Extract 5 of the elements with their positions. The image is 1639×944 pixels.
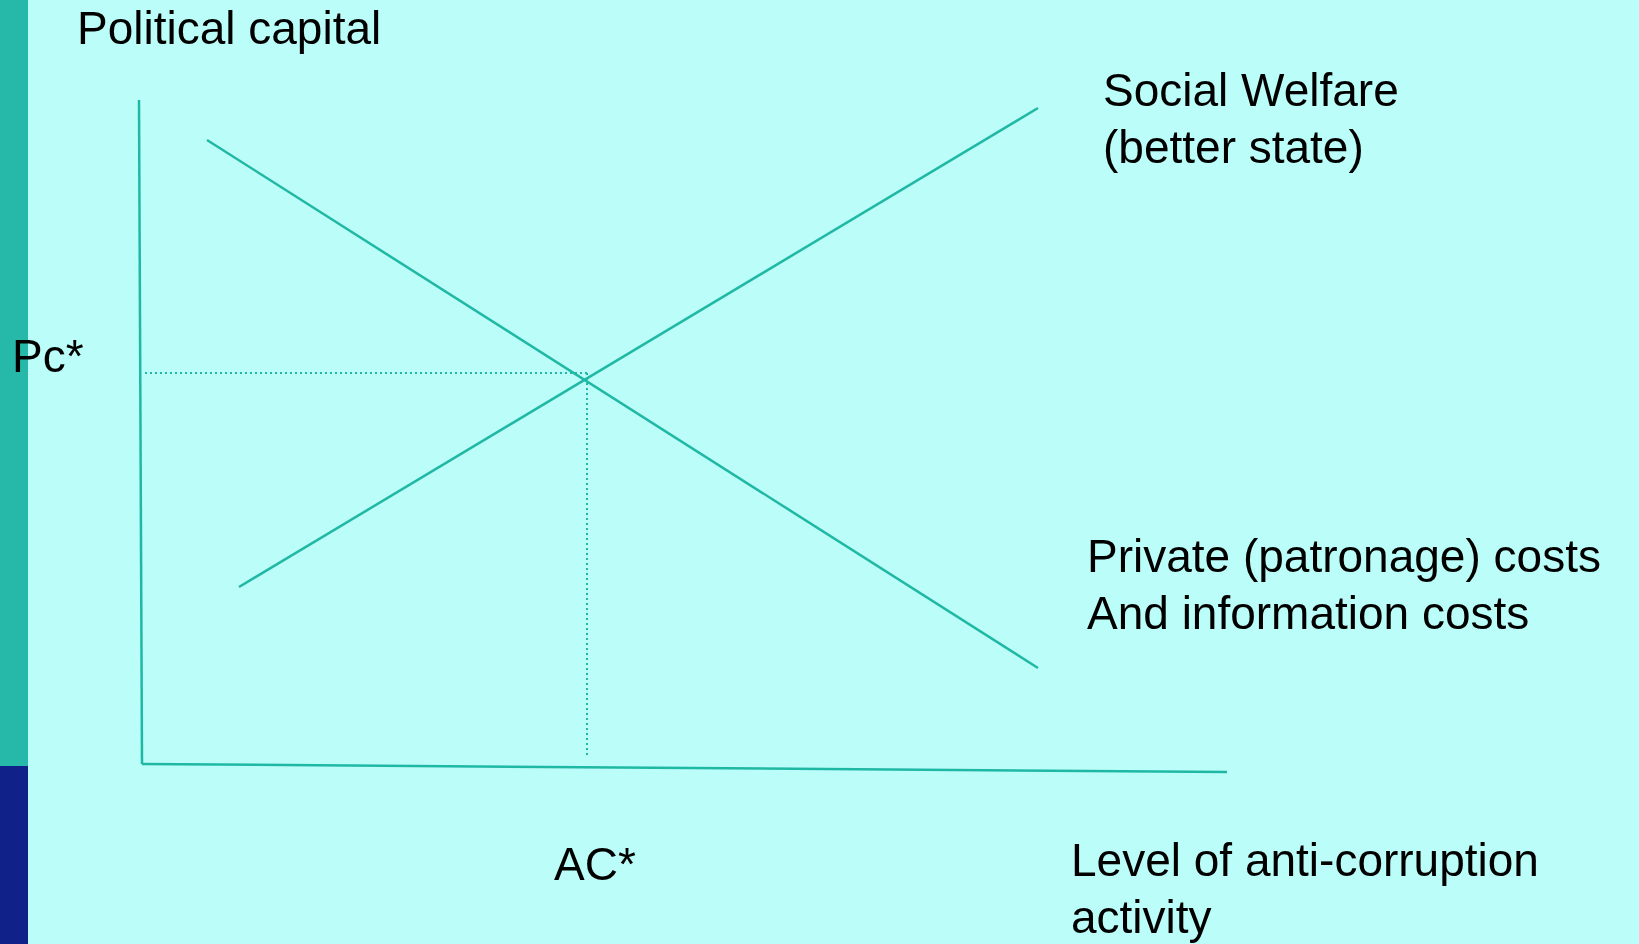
axis-label: Level of anti-corruption activity	[1071, 833, 1540, 944]
axis-value-label: AC*	[554, 837, 637, 892]
curve-label: Social Welfare (better state)	[1103, 63, 1400, 175]
axis-label: Political capital	[77, 1, 383, 56]
curve-label: Private (patronage) costs And information costs	[1087, 529, 1602, 641]
